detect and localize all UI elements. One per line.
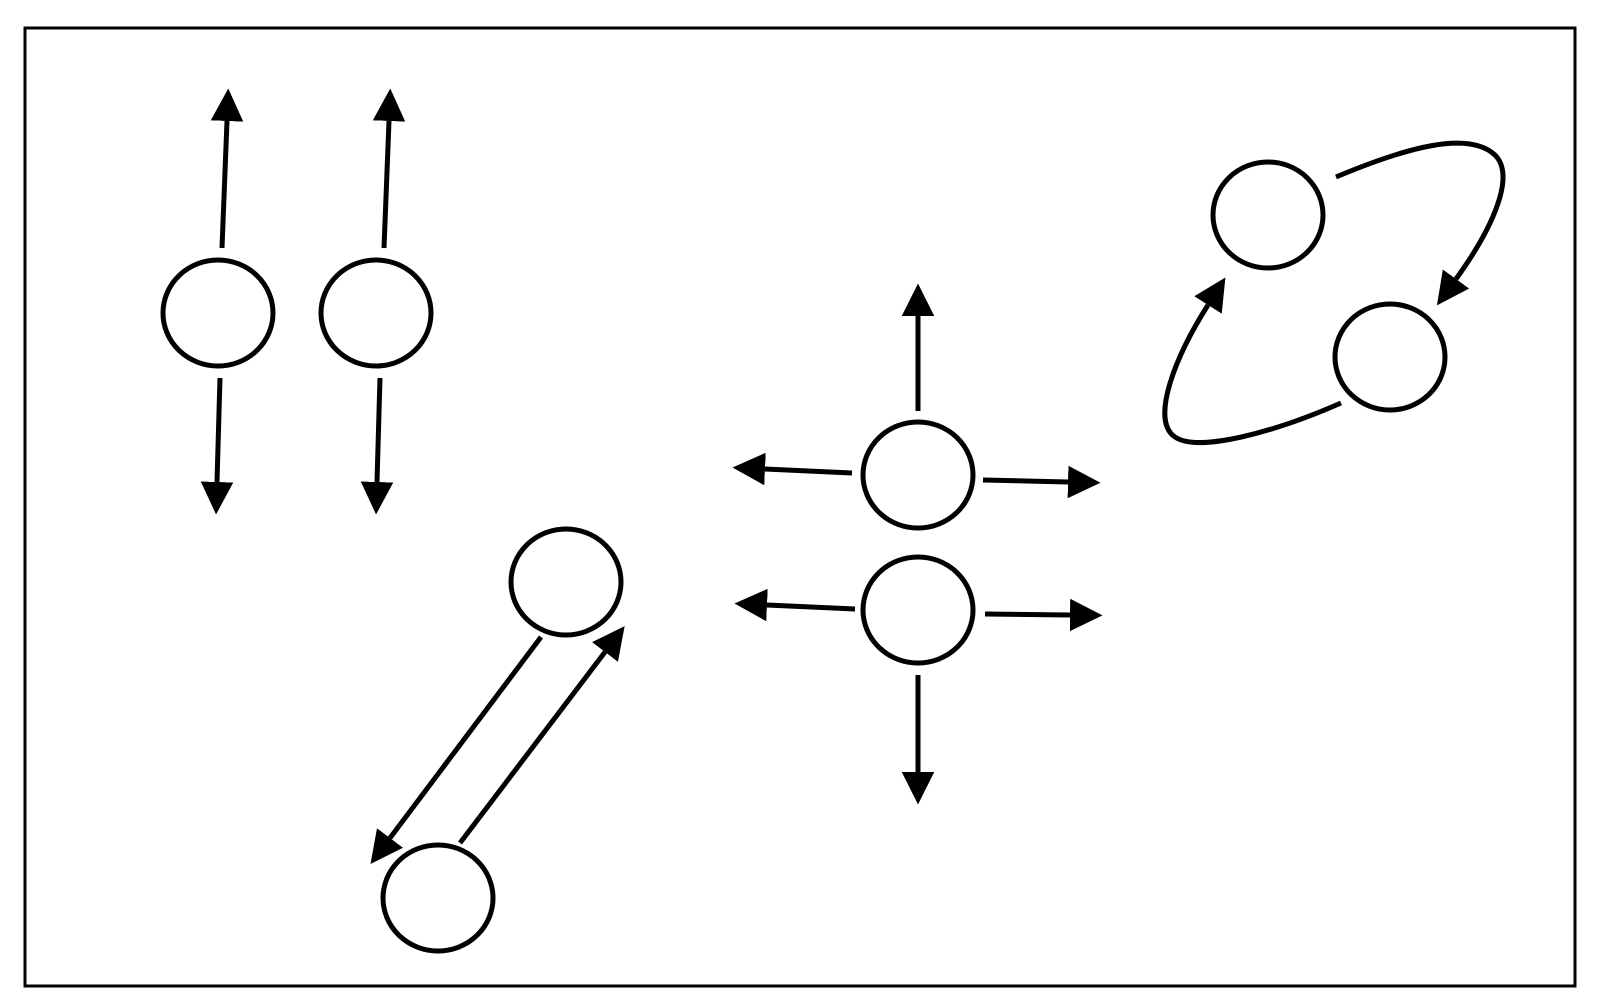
orbit-pair-group: [1162, 140, 1506, 445]
vertical-pair-group: [160, 88, 434, 515]
orbit-pair-lower-node: [1332, 301, 1448, 413]
vertical-pair-right-node: [318, 257, 434, 369]
vertical-pair-left-node: [160, 257, 276, 369]
diagonal-pair-group: [370, 526, 625, 954]
arrow-clockwise-to-lower-node: [1335, 140, 1506, 306]
arrow-left-bottom-node: [734, 588, 856, 622]
arrow-down-left-node: [200, 377, 234, 515]
orbit-pair-upper-node: [1210, 159, 1326, 271]
stacked-pair-top-node: [860, 419, 976, 531]
arrow-left-top-node: [732, 452, 853, 486]
arrow-toward-upper-node: [458, 626, 625, 845]
arrow-right-bottom-node: [984, 598, 1103, 632]
arrow-up-left-node: [210, 88, 244, 249]
diagram-frame: [23, 26, 1577, 988]
arrow-right-top-node: [982, 465, 1101, 499]
arrow-down-right-node: [360, 377, 394, 515]
stacked-pair-group: [732, 283, 1103, 805]
diagonal-pair-lower-node: [380, 842, 496, 954]
stacked-pair-bottom-node: [860, 554, 976, 666]
arrow-clockwise-to-upper-node: [1162, 277, 1343, 445]
arrow-up-right-node: [372, 88, 406, 249]
diagonal-pair-upper-node: [508, 526, 624, 638]
arrow-toward-lower-node: [370, 635, 543, 864]
